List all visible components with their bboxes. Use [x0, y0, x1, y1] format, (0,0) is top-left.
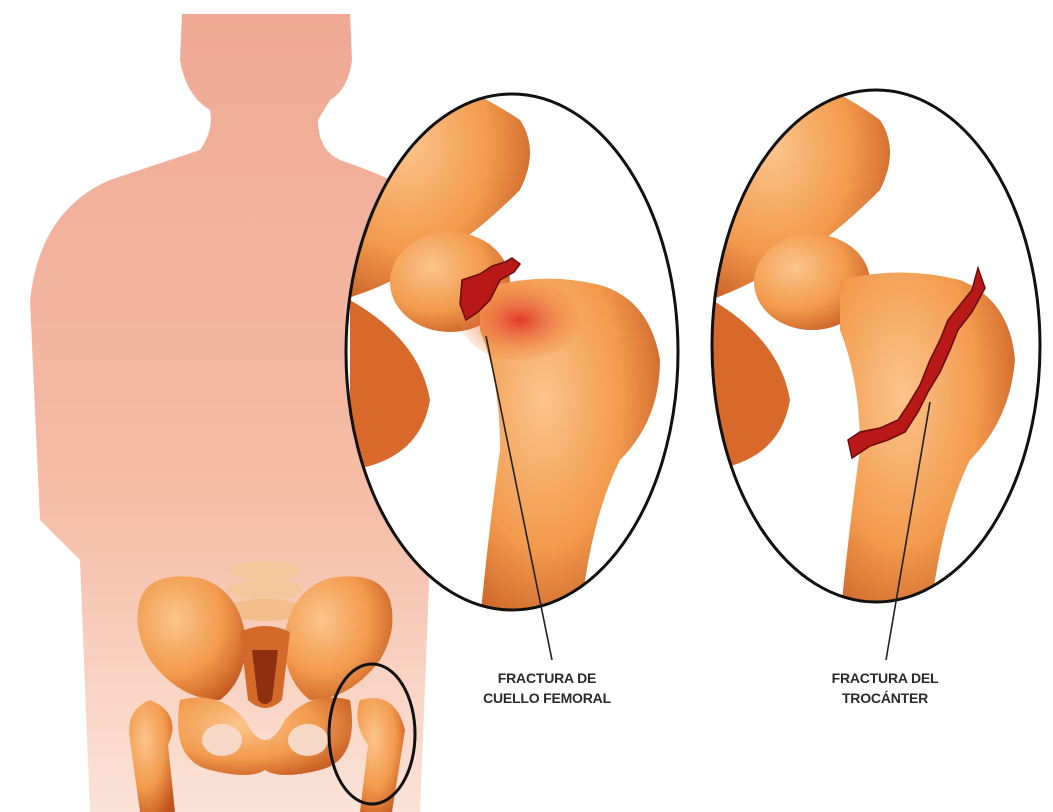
label-femoral-neck-line2: CUELLO FEMORAL [452, 688, 642, 708]
label-trochanter-fracture: FRACTURA DEL TROCÁNTER [795, 668, 975, 708]
label-femoral-neck-line1: FRACTURA DE [452, 668, 642, 688]
label-trochanter-line1: FRACTURA DEL [795, 668, 975, 688]
label-trochanter-line2: TROCÁNTER [795, 688, 975, 708]
label-femoral-neck-fracture: FRACTURA DE CUELLO FEMORAL [452, 668, 642, 708]
inset-trochanter [710, 69, 1040, 620]
